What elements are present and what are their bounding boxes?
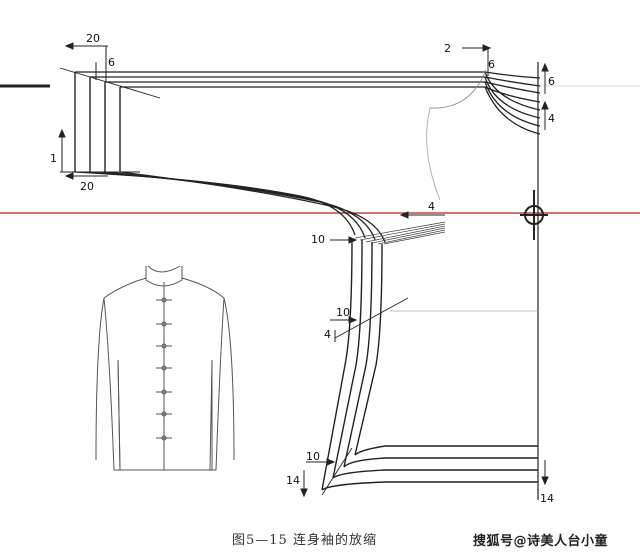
under-sleeve-curves — [74, 171, 386, 243]
dim-20-top: 20 — [86, 32, 100, 45]
cuff-lines — [74, 72, 121, 172]
crosshair-target — [520, 190, 548, 240]
figure-caption: 图5—15 连身袖的放缩 — [232, 533, 377, 548]
dim-4-side: 4 — [324, 328, 331, 341]
figure-caption-area: 图5—15 连身袖的放缩 — [0, 526, 640, 550]
dim-6-top-right: 6 — [488, 58, 495, 71]
dim-14-hem-left: 14 — [286, 474, 300, 487]
shoulder-curves — [484, 71, 541, 135]
dim-14-hem-right: 14 — [540, 492, 554, 505]
dim-6-right: 6 — [548, 75, 555, 88]
armpit-fan — [354, 221, 446, 245]
side-seam-slant — [334, 297, 409, 339]
hem-slant — [321, 447, 353, 496]
dim-6-top-left: 6 — [108, 56, 115, 69]
dim-10-armpit: 10 — [311, 233, 325, 246]
dim-10-hem: 10 — [306, 450, 320, 463]
dim-20-bottom-left: 20 — [80, 180, 94, 193]
frog-buttons — [156, 297, 172, 441]
dim-4-center: 4 — [428, 200, 435, 213]
dimension-arrows — [58, 42, 549, 498]
cuff-slant-top — [59, 67, 161, 99]
watermark: 搜狐号@诗美人台小童 — [473, 534, 609, 549]
neck-curve — [429, 69, 487, 109]
jacket-illustration — [95, 265, 235, 471]
dim-10-side: 10 — [336, 306, 350, 319]
dim-4-right: 4 — [548, 112, 555, 125]
hem-lines — [321, 445, 538, 491]
side-seam-lines — [321, 237, 383, 491]
sleeve-top-lines — [75, 71, 541, 103]
armhole-thin-curve — [426, 107, 441, 201]
dim-1-left: 1 — [50, 152, 57, 165]
dim-2-top-right: 2 — [444, 42, 451, 55]
